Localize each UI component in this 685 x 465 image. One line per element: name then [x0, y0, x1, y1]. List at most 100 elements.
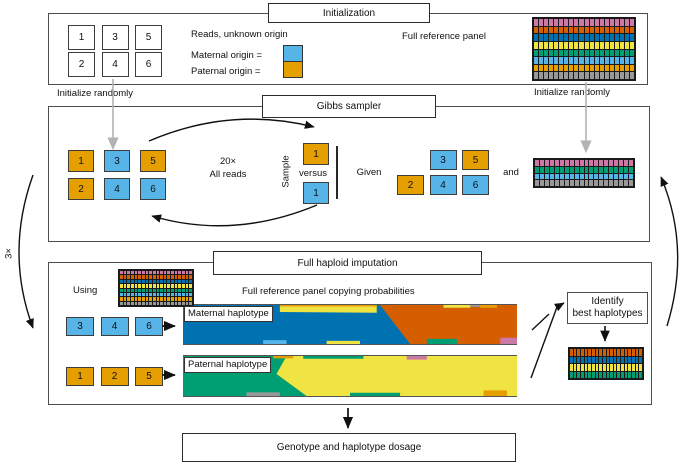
ref-cell-green [178, 288, 182, 292]
ref-cell-green [559, 49, 564, 57]
ref-cell-yellow [609, 41, 614, 49]
ref-cell-sky [123, 292, 127, 297]
ref-cell-pink [574, 19, 579, 26]
ref-cell-vermillion [564, 26, 569, 34]
ref-cell-blue [619, 34, 624, 41]
ref-cell-yellow [614, 41, 619, 49]
ref-cell-sky [539, 57, 544, 64]
ref-cell-yellow [167, 284, 171, 288]
ref-cell-gray [609, 72, 614, 79]
ref-cell-gray [604, 180, 609, 186]
initialize-randomly-left-label: Initialize randomly [57, 88, 134, 99]
ref-cell-sky [189, 292, 192, 297]
ref-cell-orange [120, 297, 123, 301]
ref-cell-vermillion [602, 349, 606, 356]
ref-cell-vermillion [559, 26, 564, 34]
ref-cell-sky [178, 292, 182, 297]
ref-cell-gray [120, 301, 123, 305]
ref-cell-blue [156, 279, 160, 284]
ref-cell-sky [594, 173, 599, 180]
ref-cell-green [613, 371, 617, 378]
ref-cell-pink [554, 160, 559, 166]
ref-cell-sky [185, 292, 189, 297]
ref-cell-yellow [599, 41, 604, 49]
ref-cell-yellow [599, 364, 602, 371]
ref-cell-yellow [156, 284, 160, 288]
using-reference-panel-grid [118, 269, 194, 307]
ref-cell-blue [599, 34, 604, 41]
chart-region-green [350, 392, 401, 396]
read-box-2: 2 [68, 52, 95, 77]
ref-cell-vermillion [579, 26, 584, 34]
ref-cell-blue [174, 279, 178, 284]
maternal-haplotype-label: Maternal haplotype [184, 306, 273, 322]
ref-cell-sky [141, 292, 145, 297]
ref-cell-pink [569, 160, 574, 166]
ref-cell-blue [595, 356, 599, 363]
ref-cell-yellow [584, 41, 589, 49]
paternal-haplotype-label: Paternal haplotype [184, 357, 272, 373]
ref-cell-orange [167, 297, 171, 301]
ref-cell-yellow [591, 364, 595, 371]
ref-cell-vermillion [554, 26, 559, 34]
ref-cell-blue [588, 356, 591, 363]
ref-cell-pink [614, 160, 619, 166]
ref-cell-yellow [134, 284, 138, 288]
read-box-5: 5 [462, 150, 489, 170]
ref-cell-sky [579, 57, 584, 64]
read-box-6: 6 [140, 178, 166, 200]
ref-cell-sky [171, 292, 174, 297]
ref-cell-green [174, 288, 178, 292]
ref-cell-vermillion [591, 349, 595, 356]
initialization-title-box: Initialization [268, 3, 430, 23]
ref-cell-sky [574, 57, 579, 64]
ref-cell-yellow [182, 284, 185, 288]
legend-maternal-label: Maternal origin = [191, 50, 263, 61]
ref-cell-green [584, 371, 588, 378]
ref-cell-blue [564, 34, 569, 41]
ref-cell-yellow [160, 284, 163, 288]
ref-cell-yellow [185, 284, 189, 288]
using-label: Using [73, 285, 98, 296]
ref-cell-vermillion [614, 26, 619, 34]
ref-cell-sky [599, 173, 604, 180]
ref-cell-green [189, 288, 192, 292]
ref-cell-pink [534, 19, 539, 26]
ref-cell-blue [574, 34, 579, 41]
ref-cell-green [160, 288, 163, 292]
ref-cell-orange [599, 64, 604, 72]
ref-cell-yellow [539, 41, 544, 49]
ref-cell-pink [604, 160, 609, 166]
ref-cell-green [604, 166, 609, 173]
ref-cell-pink [579, 160, 584, 166]
ref-cell-gray [559, 72, 564, 79]
ref-cell-pink [604, 19, 609, 26]
ref-cell-pink [629, 160, 633, 166]
ref-cell-sky [535, 173, 539, 180]
ref-cell-sky [589, 173, 594, 180]
ref-cell-yellow [534, 41, 539, 49]
ref-cell-vermillion [141, 275, 145, 279]
ref-cell-green [573, 371, 577, 378]
ref-cell-gray [569, 180, 574, 186]
cycle-all-reads: All reads [209, 169, 247, 180]
ref-cell-vermillion [544, 26, 549, 34]
ref-cell-pink [189, 271, 192, 275]
ref-cell-green [554, 49, 559, 57]
ref-cell-blue [130, 279, 134, 284]
ref-cell-yellow [163, 284, 167, 288]
ref-cell-gray [584, 180, 589, 186]
ref-cell-green [535, 166, 539, 173]
chart-region-green [426, 338, 457, 344]
ref-cell-sky [609, 57, 614, 64]
ref-cell-sky [167, 292, 171, 297]
ref-cell-gray [629, 180, 633, 186]
ref-cell-green [182, 288, 185, 292]
ref-cell-blue [178, 279, 182, 284]
ref-cell-vermillion [609, 26, 614, 34]
full-haploid-imputation-title-box: Full haploid imputation [213, 251, 482, 275]
ref-cell-yellow [149, 284, 152, 288]
ref-cell-yellow [606, 364, 610, 371]
ref-cell-vermillion [539, 26, 544, 34]
